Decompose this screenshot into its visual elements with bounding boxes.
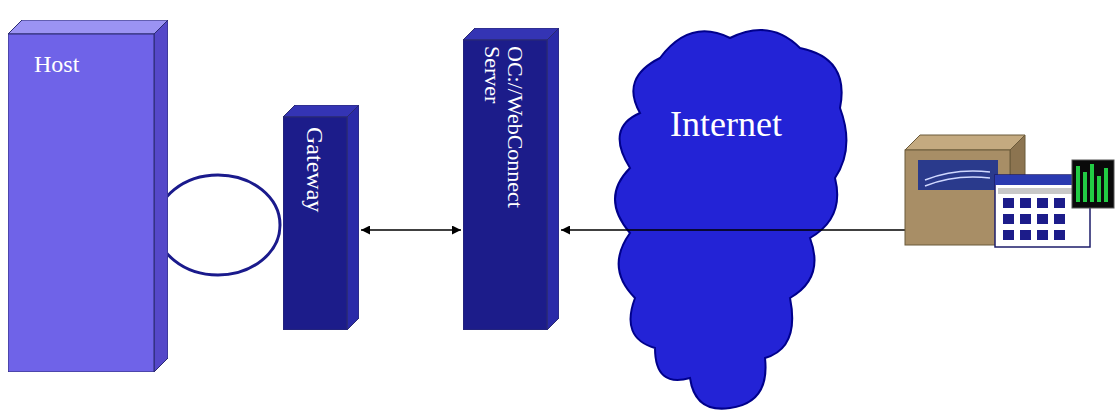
- node-label: Gateway: [301, 127, 326, 317]
- internet-cloud: Internet: [600, 18, 855, 413]
- link-arrow: [361, 229, 461, 231]
- host-box: Host: [8, 20, 168, 372]
- connection-loop: [156, 175, 280, 275]
- host-box-outline: [8, 20, 168, 372]
- client-computer-icon: [905, 135, 1114, 247]
- server-box: OC://WebConnect Server: [463, 28, 559, 330]
- node-label: Host: [34, 52, 79, 77]
- internet-cloud-outline: [600, 18, 855, 413]
- node-label: Internet: [670, 106, 782, 144]
- internet-link-arrow: [561, 229, 990, 231]
- node-label: OC://WebConnect Server: [481, 46, 527, 246]
- gateway-box: Gateway: [283, 105, 359, 330]
